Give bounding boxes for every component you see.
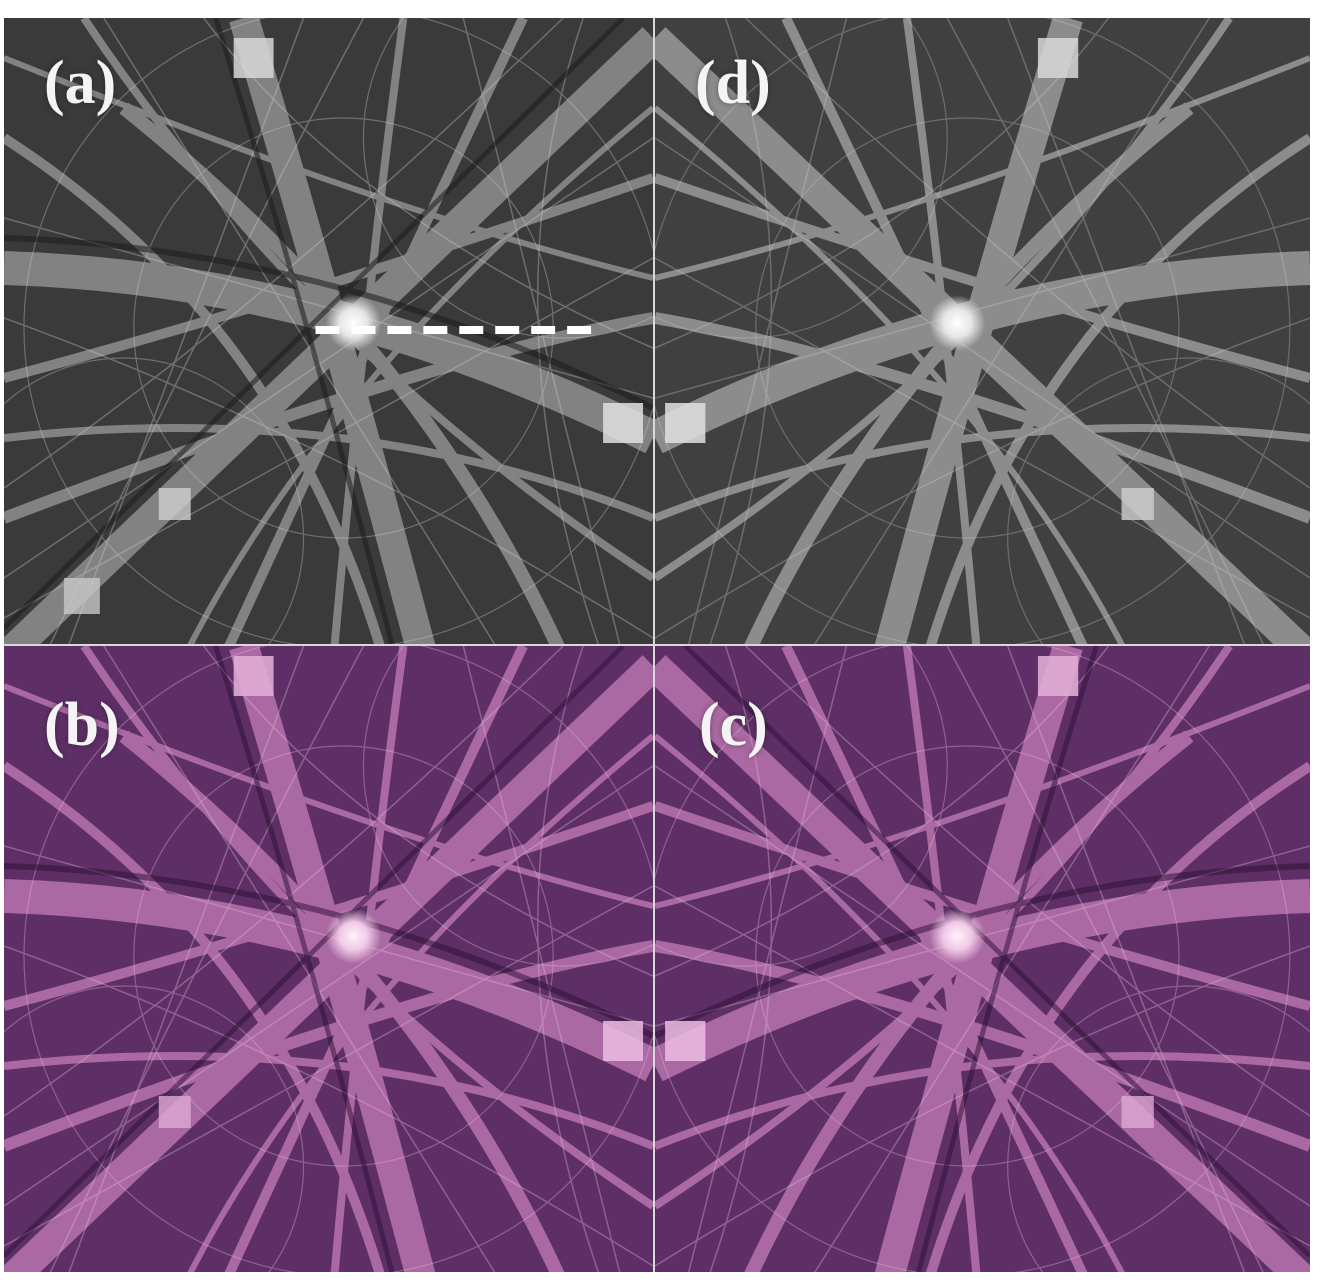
kikuchi-pattern-image-a: [4, 18, 653, 644]
panel-c-magenta-pattern: (c): [655, 646, 1310, 1272]
kikuchi-pattern-image-d: [655, 18, 1310, 644]
panel-b-magenta-pattern: (b): [4, 646, 653, 1272]
horizontal-divider: [4, 644, 1310, 646]
kikuchi-pattern-image-c: [655, 646, 1310, 1272]
panel-d-grayscale-pattern: (d): [655, 18, 1310, 644]
panel-a-grayscale-pattern: (a): [4, 18, 653, 644]
kikuchi-pattern-image-b: [4, 646, 653, 1272]
